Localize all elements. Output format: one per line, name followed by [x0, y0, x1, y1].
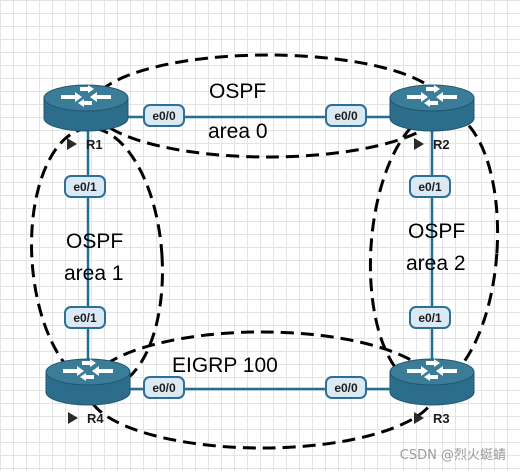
port-r2-e0-0[interactable]: e0/0	[325, 104, 367, 127]
port-r1-e0-0[interactable]: e0/0	[143, 104, 185, 127]
port-r3-e0-1[interactable]: e0/1	[409, 306, 451, 329]
router-r1[interactable]	[43, 84, 129, 132]
port-label: e0/0	[152, 109, 176, 123]
router-name: R1	[86, 137, 103, 152]
router-r4[interactable]	[45, 358, 131, 406]
router-name: R3	[433, 411, 450, 426]
port-label: e0/1	[73, 180, 97, 194]
port-r3-e0-0[interactable]: e0/0	[325, 376, 367, 399]
area2-name-label: area 2	[406, 252, 466, 275]
area2-protocol-label: OSPF	[408, 220, 465, 243]
port-r2-e0-1[interactable]: e0/1	[409, 175, 451, 198]
port-label: e0/1	[418, 311, 442, 325]
area0-protocol-label: OSPF	[209, 80, 266, 103]
port-r4-e0-0[interactable]: e0/0	[143, 376, 185, 399]
port-label: e0/0	[334, 381, 358, 395]
router-label-r4: R4	[68, 411, 104, 426]
play-icon	[68, 412, 78, 424]
router-r2[interactable]	[389, 84, 475, 132]
ospf-area1-boundary	[30, 126, 164, 390]
router-name: R4	[87, 411, 104, 426]
router-label-r2: R2	[414, 137, 450, 152]
router-label-r1: R1	[67, 137, 103, 152]
port-label: e0/0	[334, 109, 358, 123]
router-name: R2	[433, 137, 450, 152]
area1-protocol-label: OSPF	[66, 230, 123, 253]
router-r3[interactable]	[389, 358, 475, 406]
area1-name-label: area 1	[64, 262, 124, 285]
port-r4-e0-1[interactable]: e0/1	[64, 306, 106, 329]
watermark: CSDN @烈火蜓蜻	[399, 448, 506, 463]
port-labels: e0/0 e0/0 e0/1 e0/1 e0/1 e0/1 e0/0 e0/0	[64, 104, 451, 399]
port-label: e0/1	[73, 311, 97, 325]
port-label: e0/0	[152, 381, 176, 395]
port-r1-e0-1[interactable]: e0/1	[64, 175, 106, 198]
play-icon	[67, 138, 77, 150]
play-icon	[414, 412, 424, 424]
router-label-r3: R3	[414, 411, 450, 426]
play-icon	[414, 138, 424, 150]
area-labels: OSPF area 0 OSPF area 1 OSPF area 2 EIGR…	[64, 80, 466, 377]
area0-name-label: area 0	[208, 120, 268, 143]
port-label: e0/1	[418, 180, 442, 194]
eigrp-label: EIGRP 100	[172, 354, 278, 377]
